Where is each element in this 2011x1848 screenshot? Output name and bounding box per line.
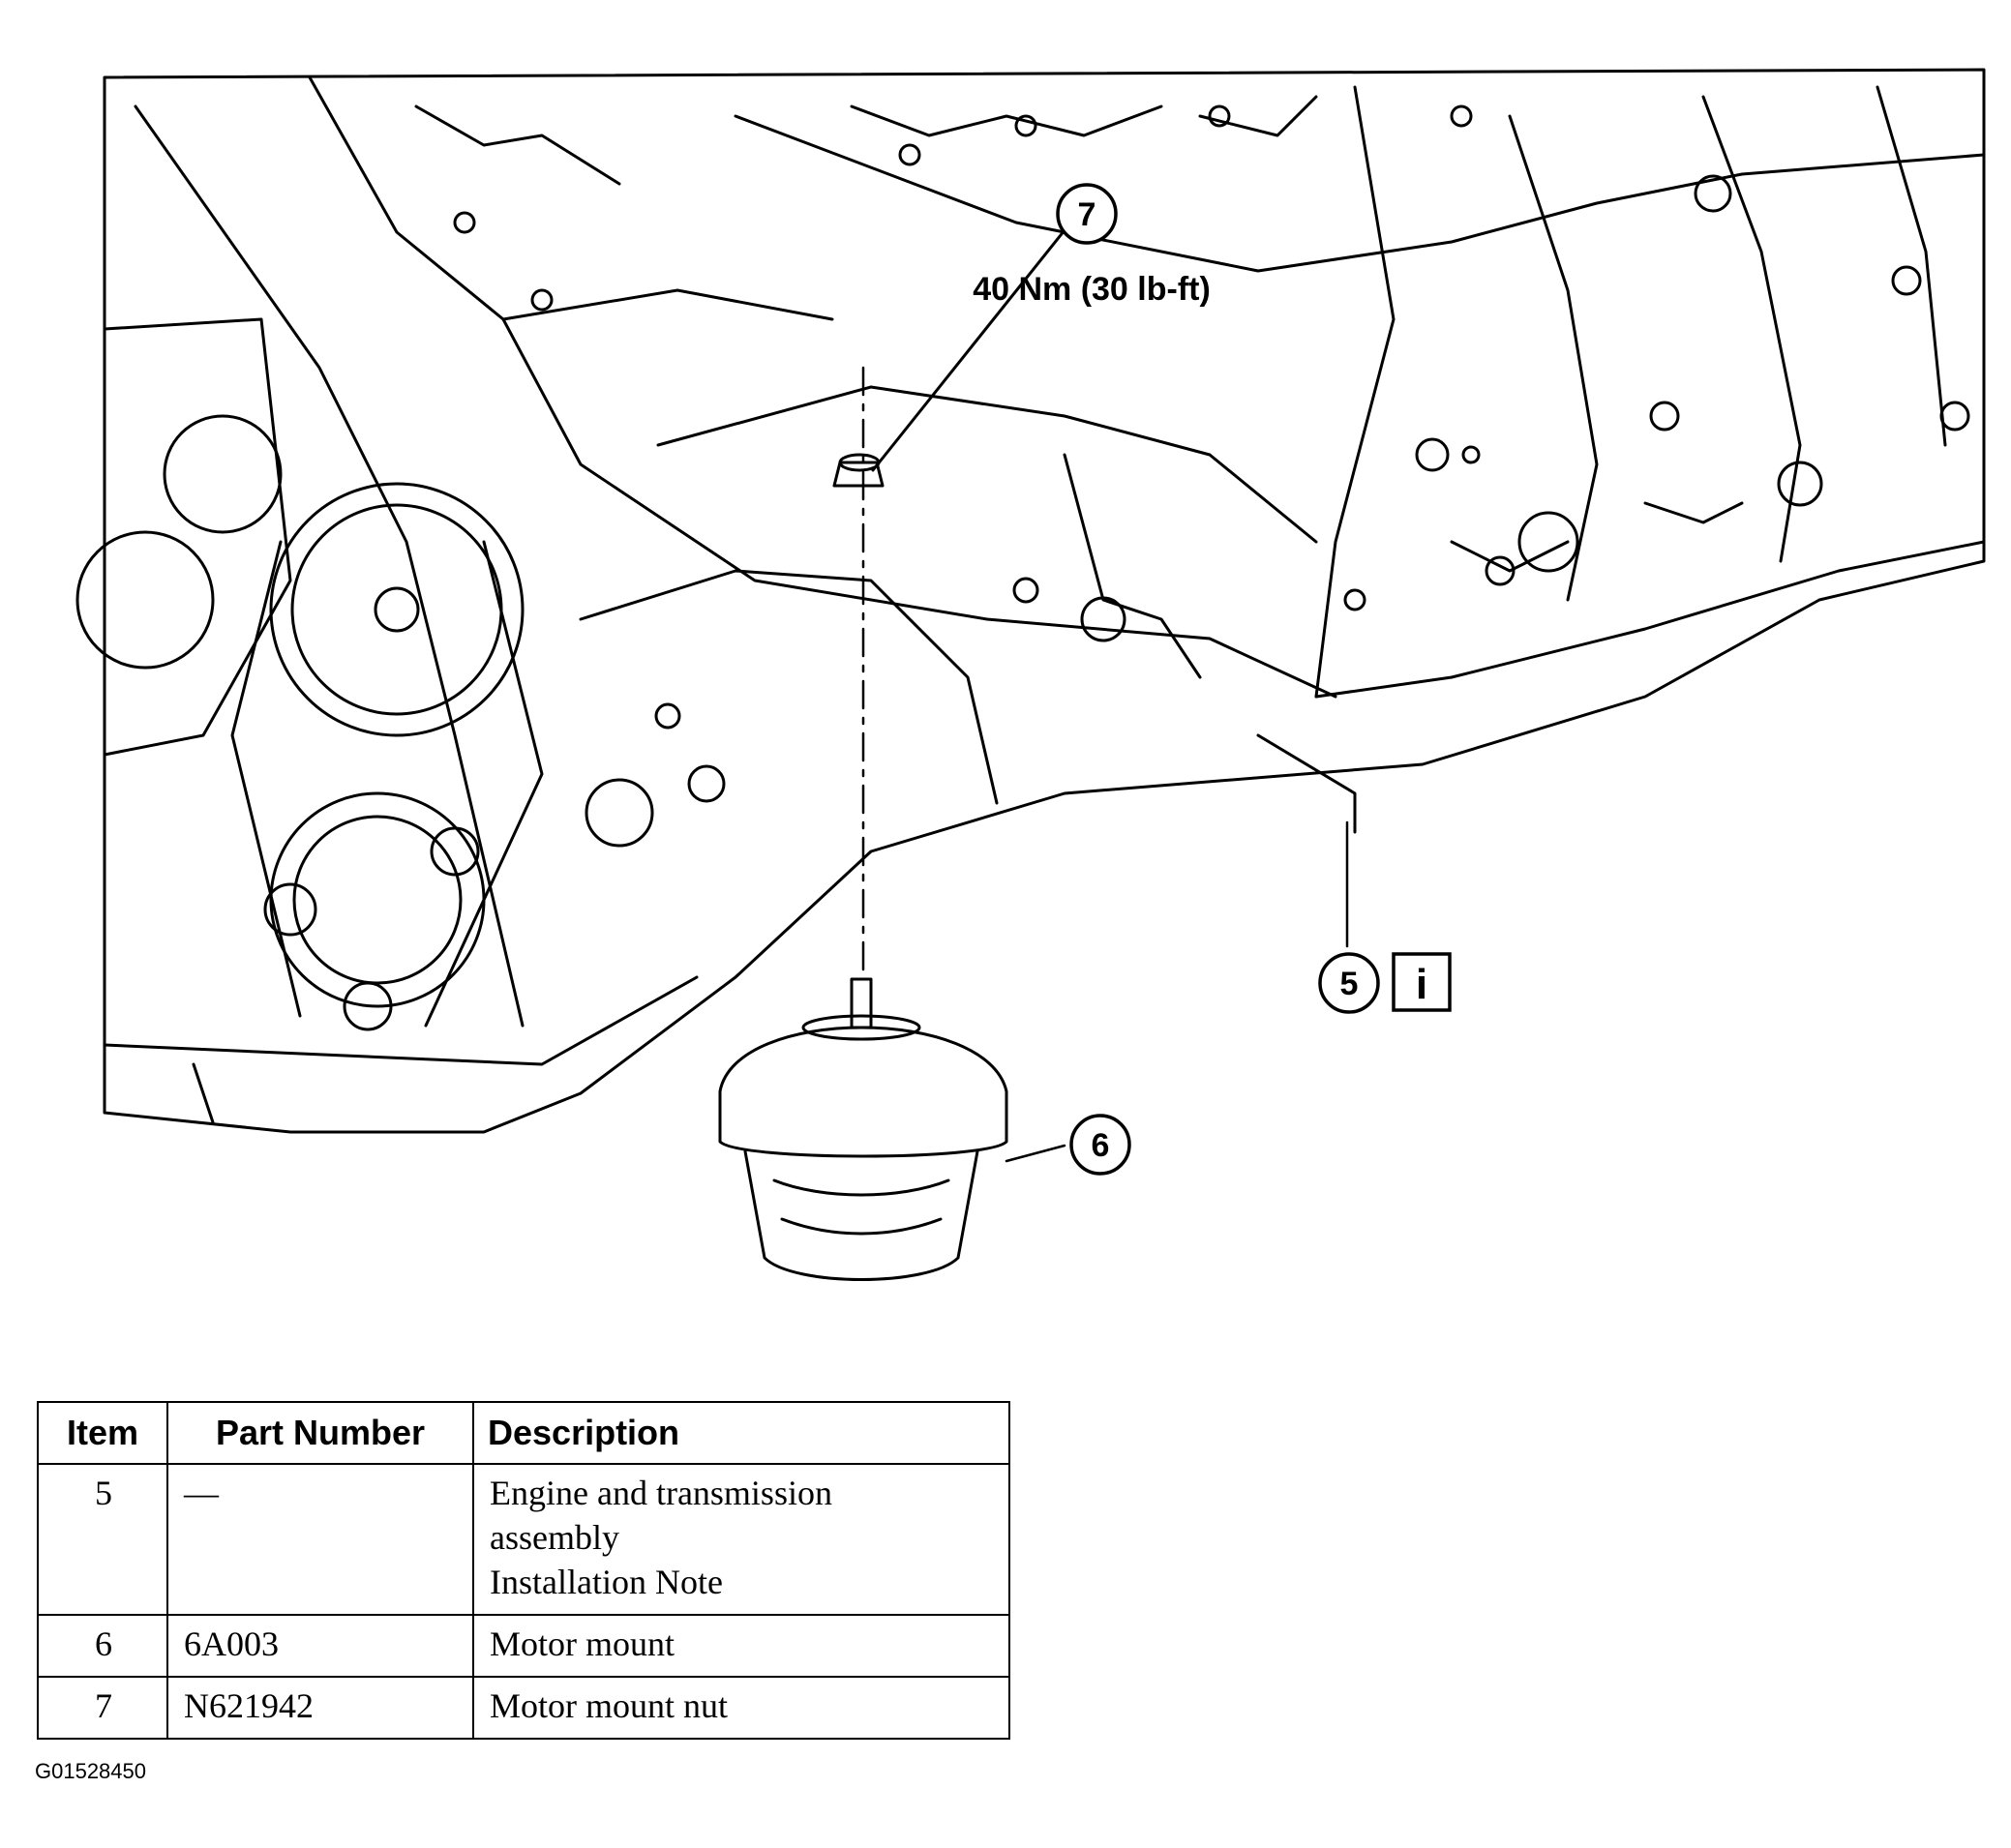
figure-id: G01528450 <box>35 1759 146 1783</box>
callout-5-label: 5 <box>1340 966 1359 1002</box>
cell-part-number: N621942 <box>166 1676 474 1740</box>
leader-line-6 <box>1005 1144 1066 1163</box>
parts-table-container: Item Part Number Description 5 — Engine … <box>37 1401 1010 1740</box>
cell-description: Motor mount nut <box>472 1676 1010 1740</box>
engine-transmission-assembly <box>103 68 1986 1134</box>
cell-item: 7 <box>37 1676 168 1740</box>
callout-6-label: 6 <box>1092 1127 1110 1164</box>
info-note-icon: i <box>1392 952 1452 1012</box>
accessory-drive-pulleys <box>75 414 726 1031</box>
callout-7: 7 <box>1056 183 1118 245</box>
installation-note-link[interactable]: Installation Note <box>490 1563 723 1601</box>
table-row: 5 — Engine and transmission assembly Ins… <box>37 1463 1010 1616</box>
description-line: assembly <box>490 1518 619 1557</box>
cell-item: 6 <box>37 1614 168 1678</box>
cell-item: 5 <box>37 1463 168 1616</box>
engine-mount-illustration: 7 40 Nm (30 lb-ft) 6 5 i <box>75 68 1986 1281</box>
cell-description: Engine and transmission assembly Install… <box>472 1463 1010 1616</box>
torque-spec-label: 40 Nm (30 lb-ft) <box>973 271 1211 308</box>
cell-part-number: — <box>166 1463 474 1616</box>
cell-description: Motor mount <box>472 1614 1010 1678</box>
table-header-row: Item Part Number Description <box>37 1401 1010 1465</box>
table-row: 7 N621942 Motor mount nut <box>37 1676 1010 1740</box>
info-note-icon-letter: i <box>1416 961 1427 1008</box>
callout-6: 6 <box>1069 1114 1131 1176</box>
callout-5: 5 <box>1318 952 1380 1014</box>
callout-7-label: 7 <box>1078 196 1096 233</box>
cell-part-number: 6A003 <box>166 1614 474 1678</box>
leader-line-7 <box>871 228 1066 472</box>
motor-mount-nut <box>832 453 885 488</box>
description-line: Engine and transmission <box>490 1474 832 1512</box>
description-line: Motor mount <box>490 1624 675 1663</box>
parts-table: Item Part Number Description 5 — Engine … <box>37 1401 1010 1740</box>
header-item: Item <box>37 1401 168 1465</box>
motor-mount <box>718 977 1008 1281</box>
description-line: Motor mount nut <box>490 1686 729 1725</box>
table-row: 6 6A003 Motor mount <box>37 1614 1010 1678</box>
header-description: Description <box>472 1401 1010 1465</box>
engine-bolts <box>453 104 1970 642</box>
header-part-number: Part Number <box>166 1401 474 1465</box>
